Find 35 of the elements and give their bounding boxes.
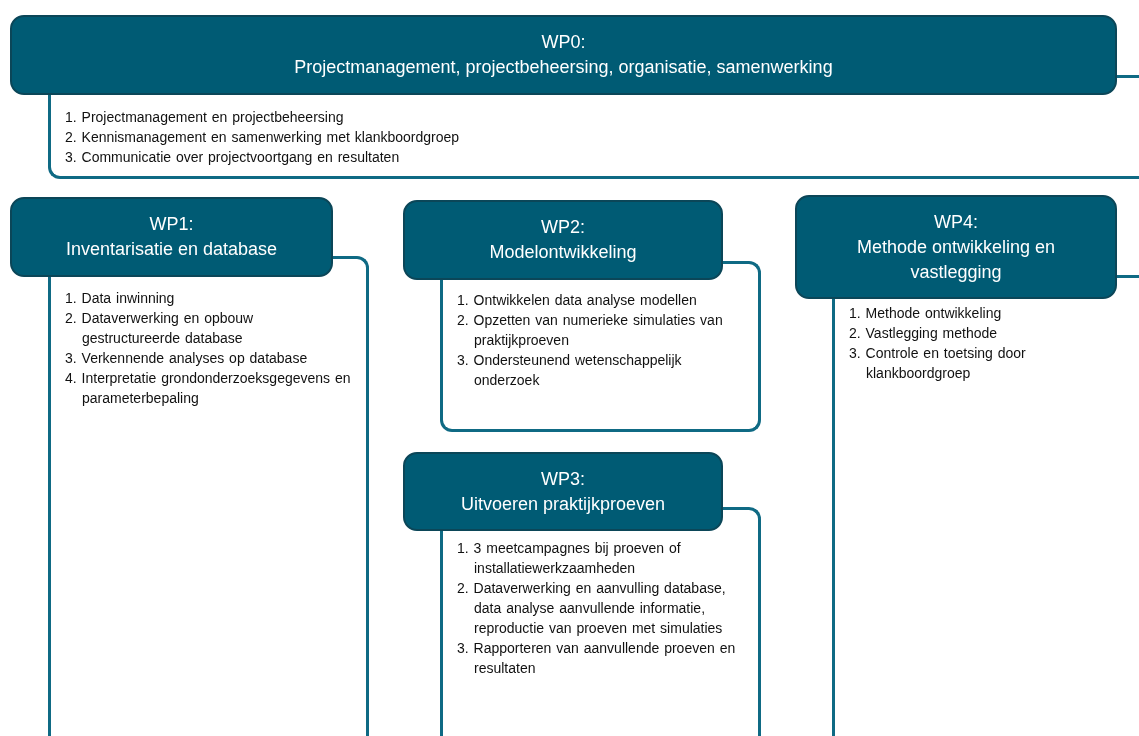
task-list-panel [440, 280, 761, 432]
list-item: 2. Opzetten van numerieke simulaties van praktijkproeven [457, 311, 724, 350]
header-text: Projectmanagement, projectbeheersing, organisatie, samenwerking [294, 56, 833, 79]
header-box [10, 15, 1117, 95]
list-item: 2. Vastlegging methode [849, 324, 999, 343]
header-text: Uitvoeren praktijkproeven [460, 492, 666, 516]
header-text: WP0: [541, 31, 586, 54]
list-item: 1. Methode ontwikkeling [849, 304, 1003, 323]
header-box [403, 452, 723, 531]
header-box [795, 195, 1117, 299]
list-item: 3. Ondersteunend wetenschappelijk onderzoek [457, 351, 683, 390]
list-item: 1. Ontwikkelen data analyse modellen [457, 291, 698, 310]
header-text: WP3: [541, 467, 585, 491]
task-list-panel [440, 531, 761, 736]
header-text: WP1: [149, 213, 194, 236]
list-item: 1. 3 meetcampagnes bij proeven of installatiewerkzaamheden [457, 539, 682, 578]
list-item: 1. Data inwinning [65, 289, 176, 308]
list-item: 2. Dataverwerking en opbouw gestructureerde database [65, 309, 255, 348]
header-box [10, 197, 333, 277]
list-item: 3. Communicatie over projectvoortgang en resultaten [65, 148, 401, 167]
list-item: 3. Rapporteren van aanvullende proeven en resultaten [457, 639, 737, 678]
header-text: WP4: [934, 210, 978, 234]
list-item: 2. Kennismanagement en samenwerking met klankboordgroep [65, 128, 461, 147]
task-list-panel [48, 277, 369, 736]
list-item: 2. Dataverwerking en aanvulling database, data analyse aanvullende informatie, reproductie van proeven met simulaties [457, 579, 727, 638]
list-item: 4. Interpretatie grondonderzoeksgegevens en parameterbepaling [65, 369, 352, 408]
task-list-panel [48, 95, 1139, 179]
list-item: 3. Verkennende analyses op database [65, 349, 309, 368]
header-text: Methode ontwikkeling en vastlegging [855, 235, 1057, 284]
header-text: Modelontwikkeling [489, 241, 637, 264]
list-item: 1. Projectmanagement en projectbeheersing [65, 108, 345, 127]
header-text: Inventarisatie en database [65, 238, 278, 261]
list-item: 3. Controle en toetsing door klankboordgroep [849, 344, 1027, 383]
header-text: WP2: [541, 216, 585, 239]
header-box [403, 200, 723, 280]
